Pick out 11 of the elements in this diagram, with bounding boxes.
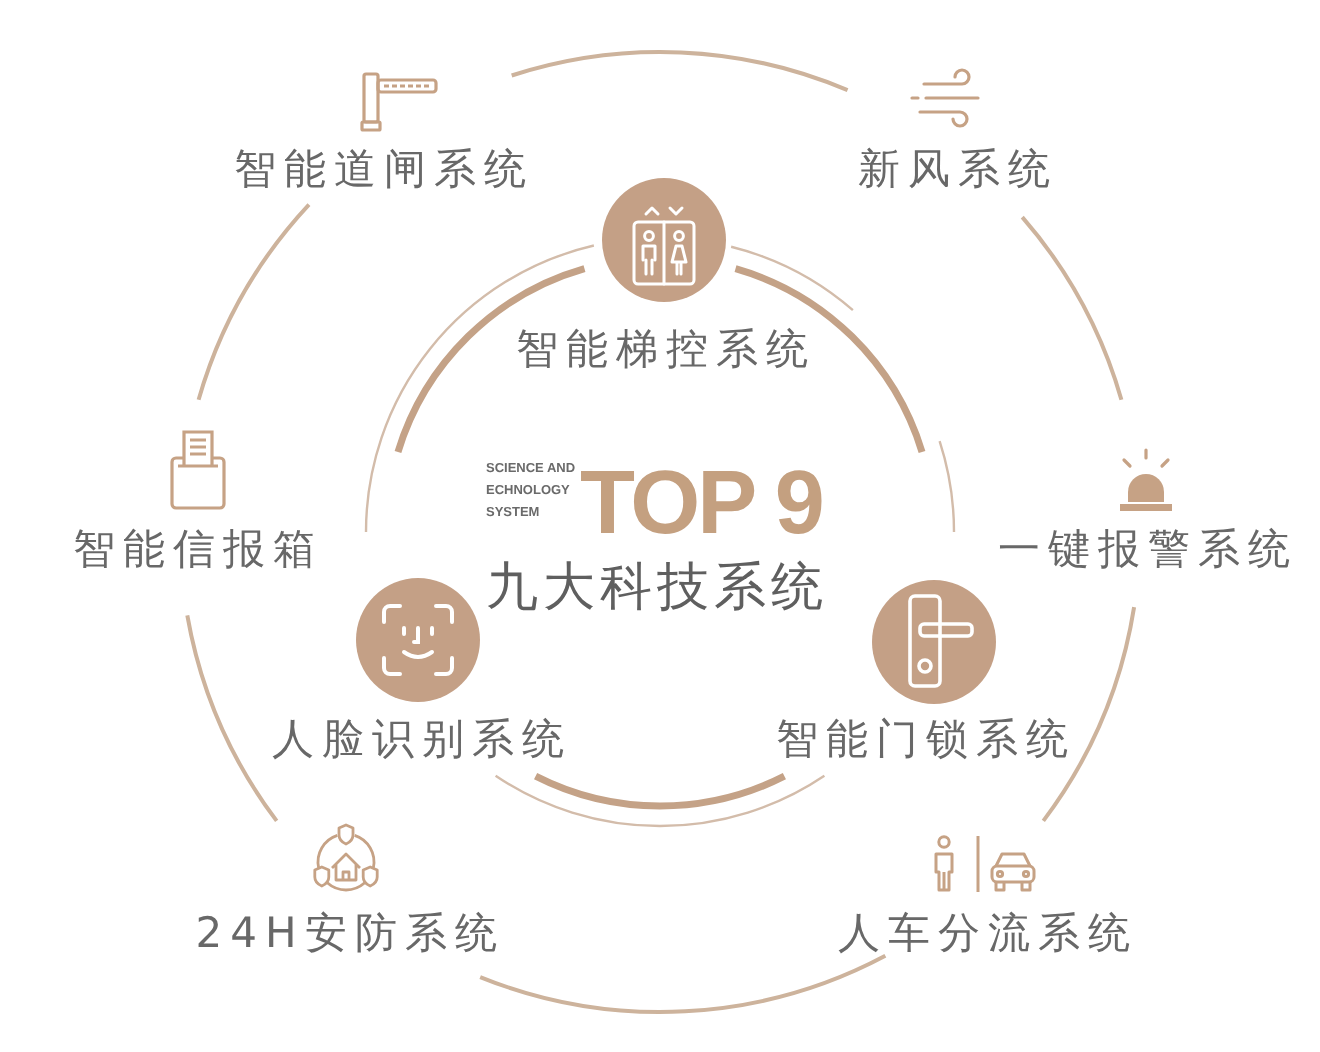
system-label: 人车分流系统 [836,913,1138,955]
system-label: 智能梯控系统 [514,329,816,371]
system-label: 新风系统 [856,149,1058,191]
title-text: TOP 9 [580,457,822,547]
system-label: 一键报警系统 [996,529,1298,571]
system-label: 智能道闸系统 [232,149,534,191]
system-label: 智能信报箱 [71,529,323,571]
system-label: 人脸识别系统 [270,719,572,761]
heading-text: 九大科技系统 [483,562,828,614]
system-label: 智能门锁系统 [774,719,1076,761]
system-label: 24H安防系统 [193,913,505,955]
